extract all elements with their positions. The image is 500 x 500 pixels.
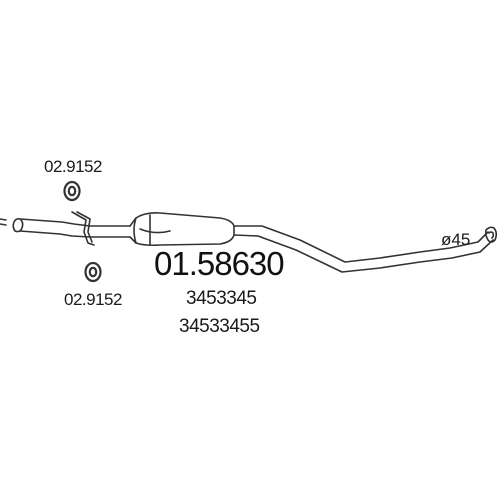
part-number: 01.58630 [154, 245, 285, 282]
gasket-bottom-icon [84, 261, 102, 283]
oe-number-2: 34533455 [179, 316, 260, 337]
gasket-top-icon [63, 180, 81, 202]
pipe-left-stub [0, 218, 7, 226]
exhaust-middle-pipe-icon [12, 211, 498, 273]
gasket-top-code: 02.9152 [44, 157, 102, 176]
pipe-diameter-label: ø45 [441, 230, 471, 249]
oe-number-1: 3453345 [186, 288, 257, 309]
gasket-bottom-code: 02.9152 [64, 290, 122, 309]
